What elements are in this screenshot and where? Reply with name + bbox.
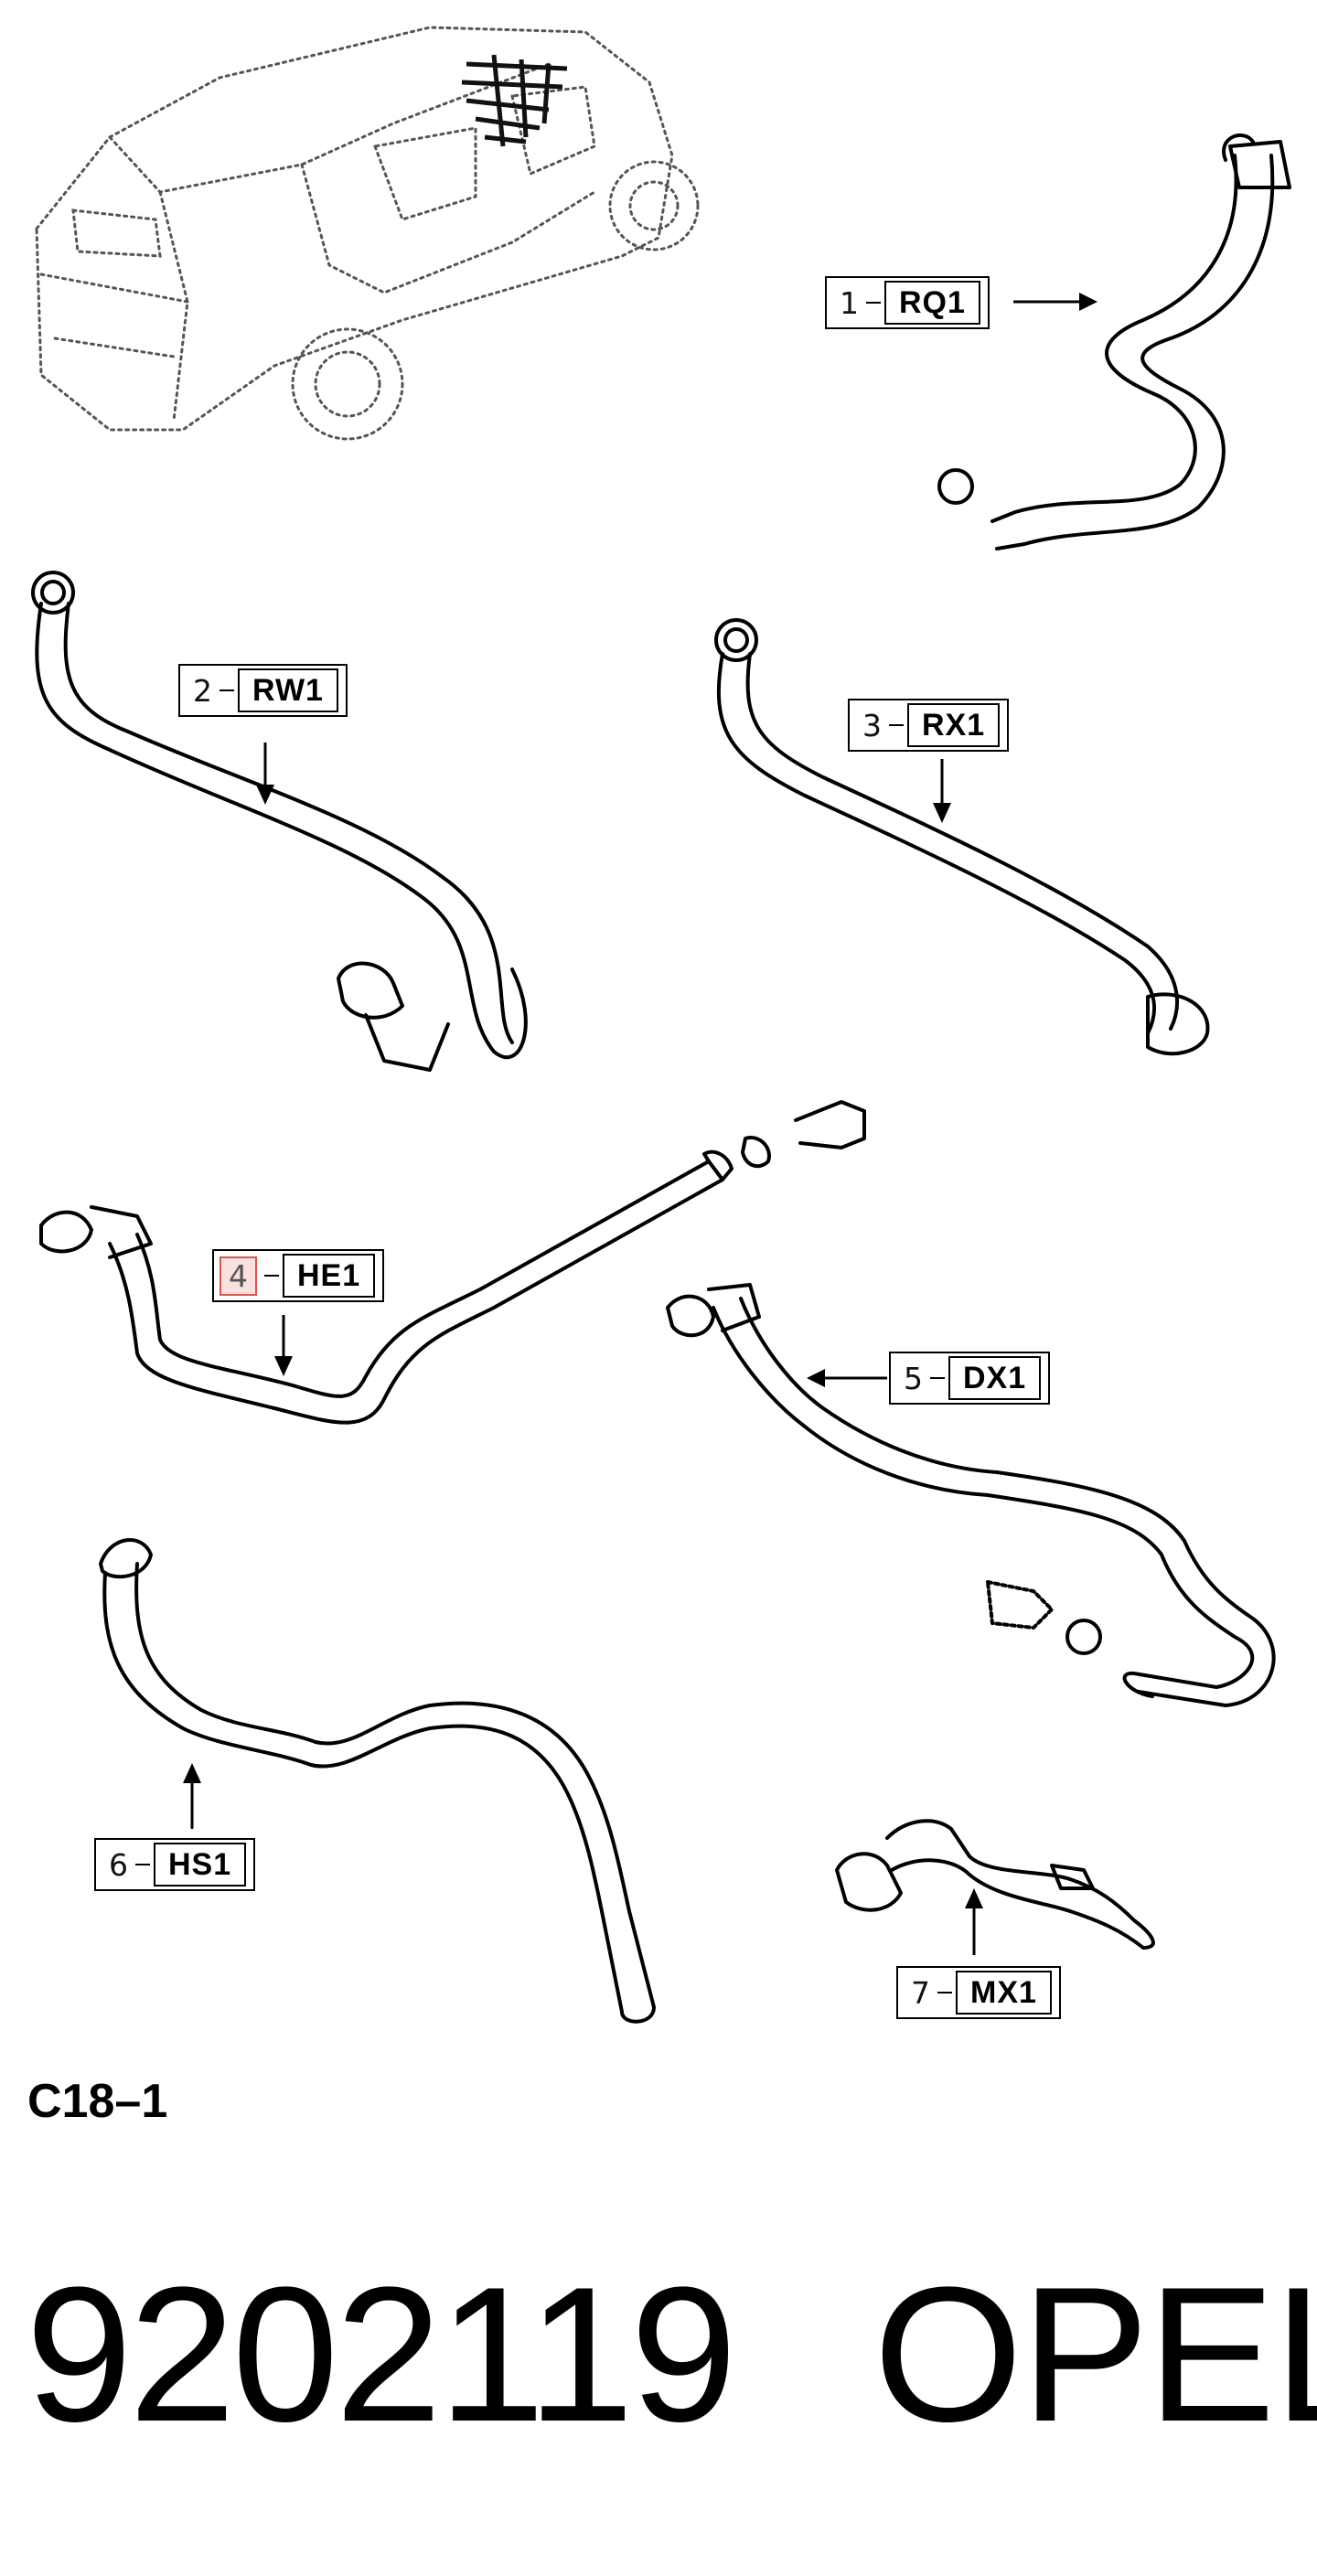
callout-dash	[135, 1864, 150, 1865]
callout-part-2[interactable]: 2 RW1	[178, 664, 348, 717]
arrowhead-7	[965, 1888, 983, 1908]
arrowhead-6	[183, 1763, 201, 1783]
arrowhead-5	[807, 1369, 825, 1387]
arrowhead-3	[933, 803, 951, 823]
vehicle-hose-cluster	[461, 54, 568, 147]
callout-number: 5	[904, 1360, 923, 1396]
callout-part-4[interactable]: 4 HE1	[212, 1249, 385, 1302]
callout-part-5[interactable]: 5 DX1	[889, 1352, 1051, 1405]
callout-code: HE1	[283, 1254, 376, 1298]
callout-code: RW1	[238, 668, 338, 712]
callout-code: RX1	[907, 703, 1001, 747]
hose-part-7	[835, 1819, 1155, 1950]
callout-number: 6	[109, 1846, 128, 1883]
hose-part-2	[31, 571, 528, 1072]
section-label: C18–1	[27, 2075, 168, 2128]
hose-part-6	[99, 1538, 656, 2024]
callout-dash	[264, 1275, 279, 1277]
arrowhead-1	[1079, 293, 1098, 311]
callout-dash	[937, 1992, 952, 1993]
callout-part-6[interactable]: 6 HS1	[94, 1838, 256, 1891]
callout-code: HS1	[154, 1843, 247, 1887]
callout-number: 1	[840, 284, 859, 321]
arrowhead-4	[274, 1356, 293, 1376]
callout-code: RQ1	[884, 281, 980, 325]
callout-number: 7	[911, 1974, 930, 2011]
hose-part-1	[937, 133, 1291, 550]
callout-number: 2	[193, 672, 212, 709]
hose-part-4	[39, 1100, 866, 1425]
brand-name: OPEL	[873, 2247, 1317, 2462]
callout-dash	[866, 302, 881, 304]
arrowhead-2	[256, 785, 274, 805]
part-number: 9202119	[26, 2247, 737, 2462]
callout-code: MX1	[956, 1971, 1052, 2015]
callout-dash	[930, 1377, 945, 1379]
callout-number: 3	[862, 707, 882, 743]
hose-part-5	[666, 1283, 1276, 1707]
callout-part-7[interactable]: 7 MX1	[896, 1966, 1061, 2019]
hose-part-3	[714, 618, 1210, 1056]
callout-code: DX1	[948, 1356, 1042, 1400]
callout-part-1[interactable]: 1 RQ1	[825, 276, 990, 329]
callout-dash	[220, 689, 234, 691]
vehicle-outline	[35, 26, 700, 441]
callout-number-highlighted: 4	[220, 1256, 257, 1296]
callout-part-3[interactable]: 3 RX1	[848, 699, 1010, 752]
callout-dash	[889, 724, 904, 726]
